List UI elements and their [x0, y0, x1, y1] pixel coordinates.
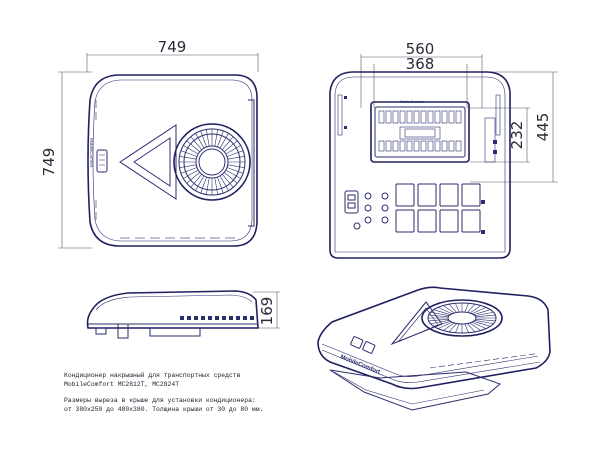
fan-iso-view [421, 299, 503, 337]
dim-front-width: 749 [158, 38, 187, 56]
dim-front-depth: 749 [40, 148, 58, 177]
roof-cutout-frame [370, 101, 470, 163]
dim-side-small: 232 [508, 121, 526, 150]
note-product-models: MobileComfort MC2812T, MC2824T [64, 381, 180, 388]
bottom-view: 560 368 232 445 MobileComfort [329, 40, 558, 259]
top-view: 749 749 MobileComfort [40, 38, 259, 249]
note-product-title: Кондиционер накрышный для транспортных с… [64, 372, 241, 379]
brand-label-top: MobileComfort [89, 138, 94, 168]
unit-body-outline [87, 74, 258, 247]
isometric-view: MobileComfort [317, 286, 551, 411]
side-view: 169 [86, 290, 280, 339]
fan-top-view [173, 123, 251, 201]
dim-cutout-outer: 560 [406, 40, 435, 58]
dim-side-large: 445 [534, 113, 552, 142]
brand-label-bottom: MobileComfort [400, 100, 423, 104]
unit-base-outline [329, 71, 511, 259]
dim-height: 169 [258, 297, 276, 326]
iso-body-outline [317, 286, 551, 390]
dim-cutout-inner: 368 [406, 55, 435, 73]
note-roof-thickness: от 380x250 до 480x380. Толщина крыши от … [64, 406, 264, 413]
note-cutout-size: Размеры выреза в крыше для установки кон… [64, 397, 256, 404]
